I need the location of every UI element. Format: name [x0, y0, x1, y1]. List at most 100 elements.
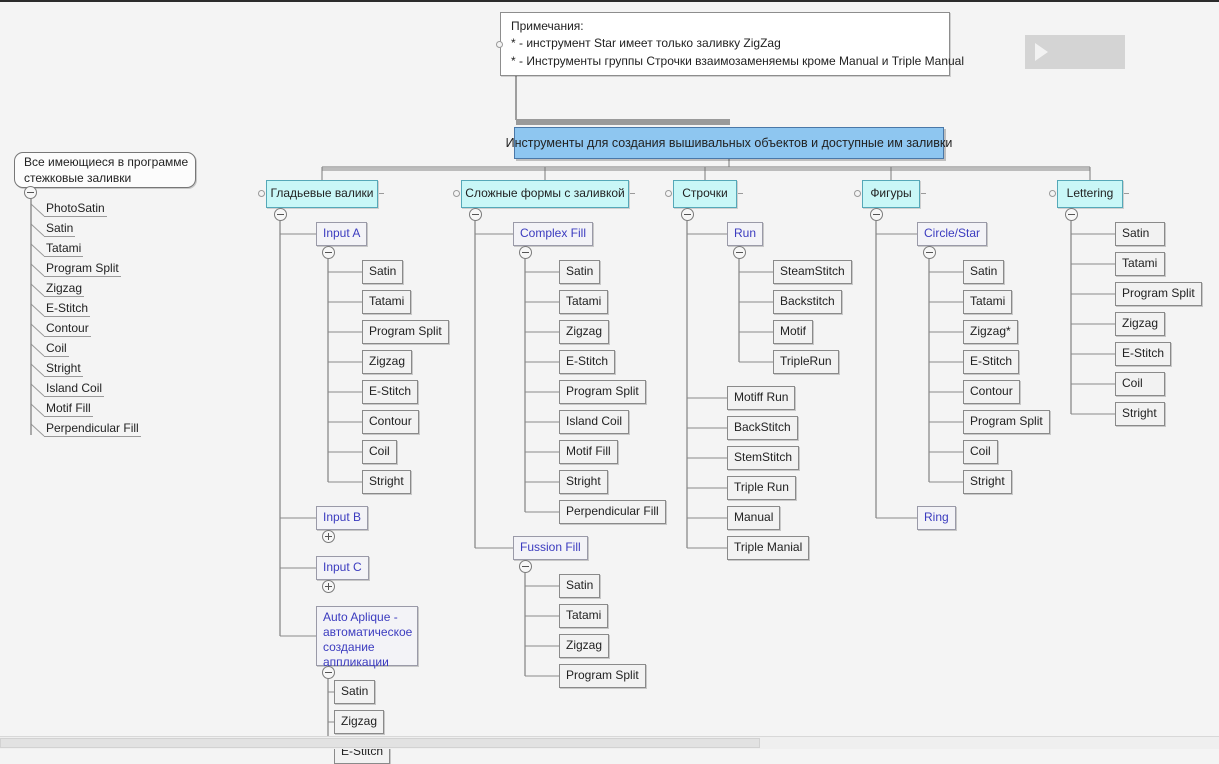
- horizontal-scrollbar[interactable]: [0, 736, 1219, 749]
- all-fills-item[interactable]: Contour: [44, 321, 91, 337]
- scrollbar-thumb[interactable]: [0, 738, 760, 748]
- fill-box[interactable]: Motif Fill: [559, 440, 618, 464]
- fill-box[interactable]: Program Split: [963, 410, 1050, 434]
- branch-box-0[interactable]: Гладьевые валики: [266, 180, 378, 208]
- fill-box[interactable]: Stright: [1115, 402, 1165, 426]
- tool-box[interactable]: Input C: [316, 556, 369, 580]
- tool-toggle-collapsed[interactable]: [322, 530, 335, 543]
- fill-box[interactable]: Tatami: [559, 290, 609, 314]
- fill-box[interactable]: Stright: [963, 470, 1012, 494]
- tool-toggle-expanded[interactable]: [322, 666, 335, 679]
- fill-box[interactable]: Program Split: [559, 664, 646, 688]
- fill-box[interactable]: Satin: [362, 260, 404, 284]
- all-fills-header-line-1: стежковые заливки: [24, 171, 132, 185]
- branch-box-4[interactable]: Lettering: [1057, 180, 1123, 208]
- all-fills-item[interactable]: E-Stitch: [44, 301, 91, 317]
- all-fills-toggle[interactable]: [24, 186, 37, 199]
- all-fills-item[interactable]: Perpendicular Fill: [44, 421, 141, 437]
- fill-box[interactable]: Coil: [362, 440, 397, 464]
- branch-toggle-2[interactable]: [681, 208, 694, 221]
- fill-box[interactable]: Satin: [963, 260, 1005, 284]
- branch-toggle-0[interactable]: [274, 208, 287, 221]
- branch-anchor-left-0: [258, 190, 265, 197]
- fill-box[interactable]: Satin: [1115, 222, 1165, 246]
- fill-label: Coil: [970, 444, 991, 459]
- fill-box[interactable]: SteamStitch: [773, 260, 852, 284]
- fill-box[interactable]: Zigzag*: [963, 320, 1018, 344]
- fill-box[interactable]: Zigzag: [1115, 312, 1166, 336]
- tool-box[interactable]: Ring: [917, 506, 956, 530]
- fill-box[interactable]: Contour: [963, 380, 1020, 404]
- fill-box[interactable]: Backstitch: [773, 290, 842, 314]
- branch-box-3[interactable]: Фигуры: [862, 180, 920, 208]
- tool-toggle-collapsed[interactable]: [322, 580, 335, 593]
- all-fills-item[interactable]: Island Coil: [44, 381, 105, 397]
- all-fills-item[interactable]: Coil: [44, 341, 69, 357]
- tool-box[interactable]: Input B: [316, 506, 369, 530]
- fill-box[interactable]: Island Coil: [559, 410, 630, 434]
- fill-box[interactable]: Stright: [559, 470, 608, 494]
- all-fills-item[interactable]: PhotoSatin: [44, 201, 107, 217]
- tool-box-leaf[interactable]: Triple Manial: [727, 536, 810, 560]
- fill-box[interactable]: Satin: [559, 260, 601, 284]
- tool-box[interactable]: Run: [727, 222, 764, 246]
- tool-toggle-expanded[interactable]: [519, 560, 532, 573]
- fill-box[interactable]: Stright: [362, 470, 411, 494]
- tool-box[interactable]: Circle/Star: [917, 222, 988, 246]
- tool-box[interactable]: Input A: [316, 222, 368, 246]
- tool-box[interactable]: Auto Aplique - автоматическое создание а…: [316, 606, 418, 669]
- fill-box[interactable]: E-Stitch: [963, 350, 1020, 374]
- fill-box[interactable]: Program Split: [559, 380, 646, 404]
- tool-toggle-expanded[interactable]: [923, 246, 936, 259]
- all-fills-item[interactable]: Zigzag: [44, 281, 85, 297]
- branch-toggle-1[interactable]: [469, 208, 482, 221]
- branch-toggle-4[interactable]: [1065, 208, 1078, 221]
- tool-box[interactable]: Complex Fill: [513, 222, 594, 246]
- fill-box[interactable]: Coil: [1115, 372, 1165, 396]
- tool-toggle-expanded[interactable]: [733, 246, 746, 259]
- fill-box[interactable]: E-Stitch: [559, 350, 616, 374]
- tool-label: BackStitch: [734, 420, 791, 435]
- tool-toggle-expanded[interactable]: [519, 246, 532, 259]
- fill-box[interactable]: Tatami: [362, 290, 412, 314]
- fill-box[interactable]: Tatami: [1115, 252, 1165, 276]
- fill-label: Zigzag: [1122, 316, 1159, 331]
- tool-box-leaf[interactable]: StemStitch: [727, 446, 800, 470]
- fill-box[interactable]: Tatami: [963, 290, 1013, 314]
- tool-box-leaf[interactable]: Motiff Run: [727, 386, 796, 410]
- tool-box-leaf[interactable]: BackStitch: [727, 416, 798, 440]
- tool-box[interactable]: Fussion Fill: [513, 536, 588, 560]
- tool-toggle-expanded[interactable]: [322, 246, 335, 259]
- fill-box[interactable]: Satin: [334, 680, 376, 704]
- fill-box[interactable]: Program Split: [362, 320, 449, 344]
- fill-box[interactable]: Perpendicular Fill: [559, 500, 666, 524]
- fill-box[interactable]: Motif: [773, 320, 814, 344]
- tool-box-leaf[interactable]: Manual: [727, 506, 781, 530]
- all-fills-item[interactable]: Stright: [44, 361, 83, 377]
- fill-box[interactable]: Coil: [963, 440, 998, 464]
- tool-box-leaf[interactable]: Triple Run: [727, 476, 796, 500]
- fill-box[interactable]: Zigzag: [559, 320, 610, 344]
- fill-box[interactable]: Tatami: [559, 604, 609, 628]
- fill-box[interactable]: Zigzag: [362, 350, 413, 374]
- play-box[interactable]: [1025, 35, 1125, 69]
- fill-box[interactable]: Satin: [559, 574, 601, 598]
- fill-label: Contour: [970, 384, 1013, 399]
- fill-box[interactable]: Contour: [362, 410, 419, 434]
- fill-box[interactable]: Program Split: [1115, 282, 1202, 306]
- notes-title: Примечания:: [511, 18, 584, 33]
- fill-box[interactable]: Zigzag: [559, 634, 610, 658]
- all-fills-item[interactable]: Program Split: [44, 261, 121, 277]
- branch-label-2: Строчки: [682, 186, 728, 201]
- fill-box[interactable]: TripleRun: [773, 350, 839, 374]
- fill-box[interactable]: Zigzag: [334, 710, 385, 734]
- fill-box[interactable]: E-Stitch: [1115, 342, 1172, 366]
- fill-box[interactable]: E-Stitch: [362, 380, 419, 404]
- branch-toggle-3[interactable]: [870, 208, 883, 221]
- all-fills-item[interactable]: Motif Fill: [44, 401, 93, 417]
- fill-label: Tatami: [970, 294, 1006, 309]
- all-fills-item[interactable]: Tatami: [44, 241, 84, 257]
- all-fills-item[interactable]: Satin: [44, 221, 76, 237]
- branch-box-1[interactable]: Сложные формы с заливкой: [461, 180, 629, 208]
- branch-box-2[interactable]: Строчки: [673, 180, 737, 208]
